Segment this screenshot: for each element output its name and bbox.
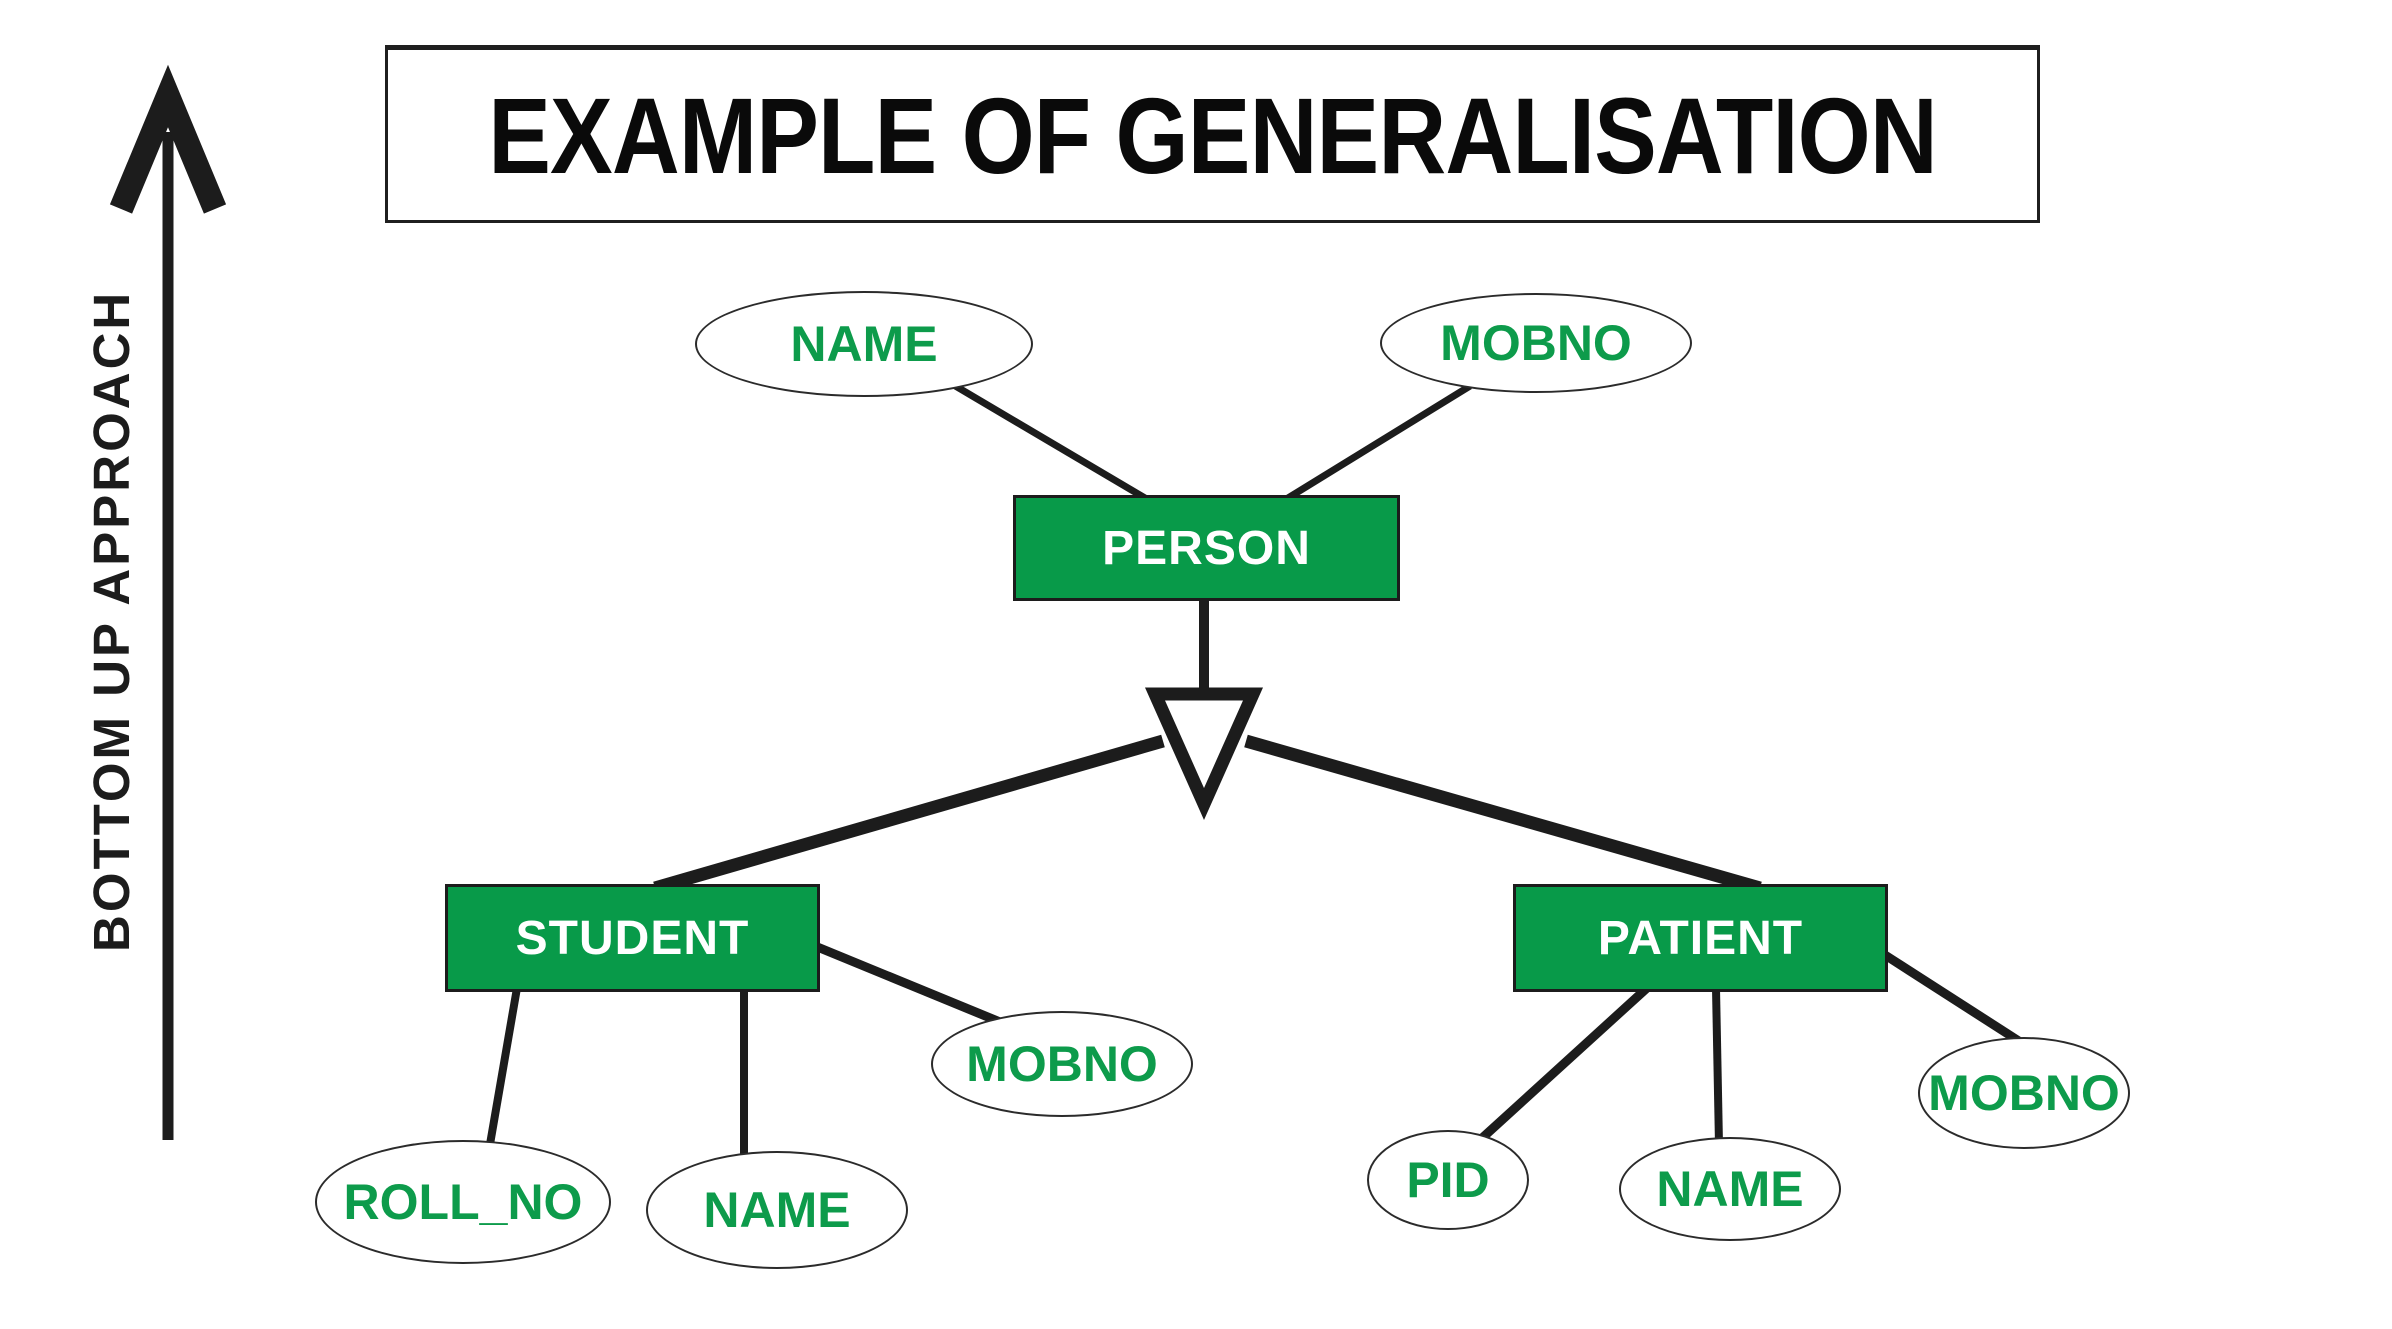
entity-patient: PATIENT [1513,884,1888,992]
connector-student-mobno [813,941,1002,1027]
attribute-patient-name: NAME [1619,1137,1841,1241]
entity-person-label: PERSON [1102,521,1311,575]
bottom-up-approach-label: BOTTOM UP APPROACH [83,289,140,952]
entity-person: PERSON [1013,495,1400,601]
entity-student-label: STUDENT [515,911,750,965]
attribute-student-rollno: ROLL_NO [315,1140,611,1264]
connector-triangle-student [653,734,1165,895]
entity-student: STUDENT [445,884,820,992]
attribute-student-mobno: MOBNO [931,1011,1193,1117]
attribute-patient-mobno-label: MOBNO [1928,1065,2120,1121]
connector-patient-mobno [1882,951,2028,1049]
bottom-up-arrow-head-icon [109,64,227,214]
connector-triangle-patient [1244,734,1762,895]
generalisation-triangle [1144,687,1264,820]
attribute-patient-mobno: MOBNO [1918,1037,2130,1149]
attribute-person-mobno: MOBNO [1380,293,1692,393]
entity-patient-label: PATIENT [1597,911,1804,965]
page-title: EXAMPLE OF GENERALISATION [488,74,1938,196]
attribute-student-name: NAME [646,1151,908,1269]
attribute-patient-name-label: NAME [1656,1161,1804,1217]
attribute-person-mobno-label: MOBNO [1440,315,1632,371]
attribute-patient-pid-label: PID [1406,1152,1490,1208]
attribute-student-mobno-label: MOBNO [966,1036,1158,1092]
connector-student-rollno [485,987,521,1151]
attribute-person-name: NAME [695,291,1033,397]
attribute-patient-pid: PID [1367,1130,1529,1230]
connector-person-name [950,380,1147,502]
attribute-person-name-label: NAME [790,316,938,372]
connector-patient-name [1712,987,1723,1146]
attribute-student-name-label: NAME [703,1182,851,1238]
connector-person-mobno [1286,383,1472,501]
connector-patient-pid [1476,984,1651,1144]
attribute-student-rollno-label: ROLL_NO [343,1174,583,1230]
title-box: EXAMPLE OF GENERALISATION [385,45,2040,223]
